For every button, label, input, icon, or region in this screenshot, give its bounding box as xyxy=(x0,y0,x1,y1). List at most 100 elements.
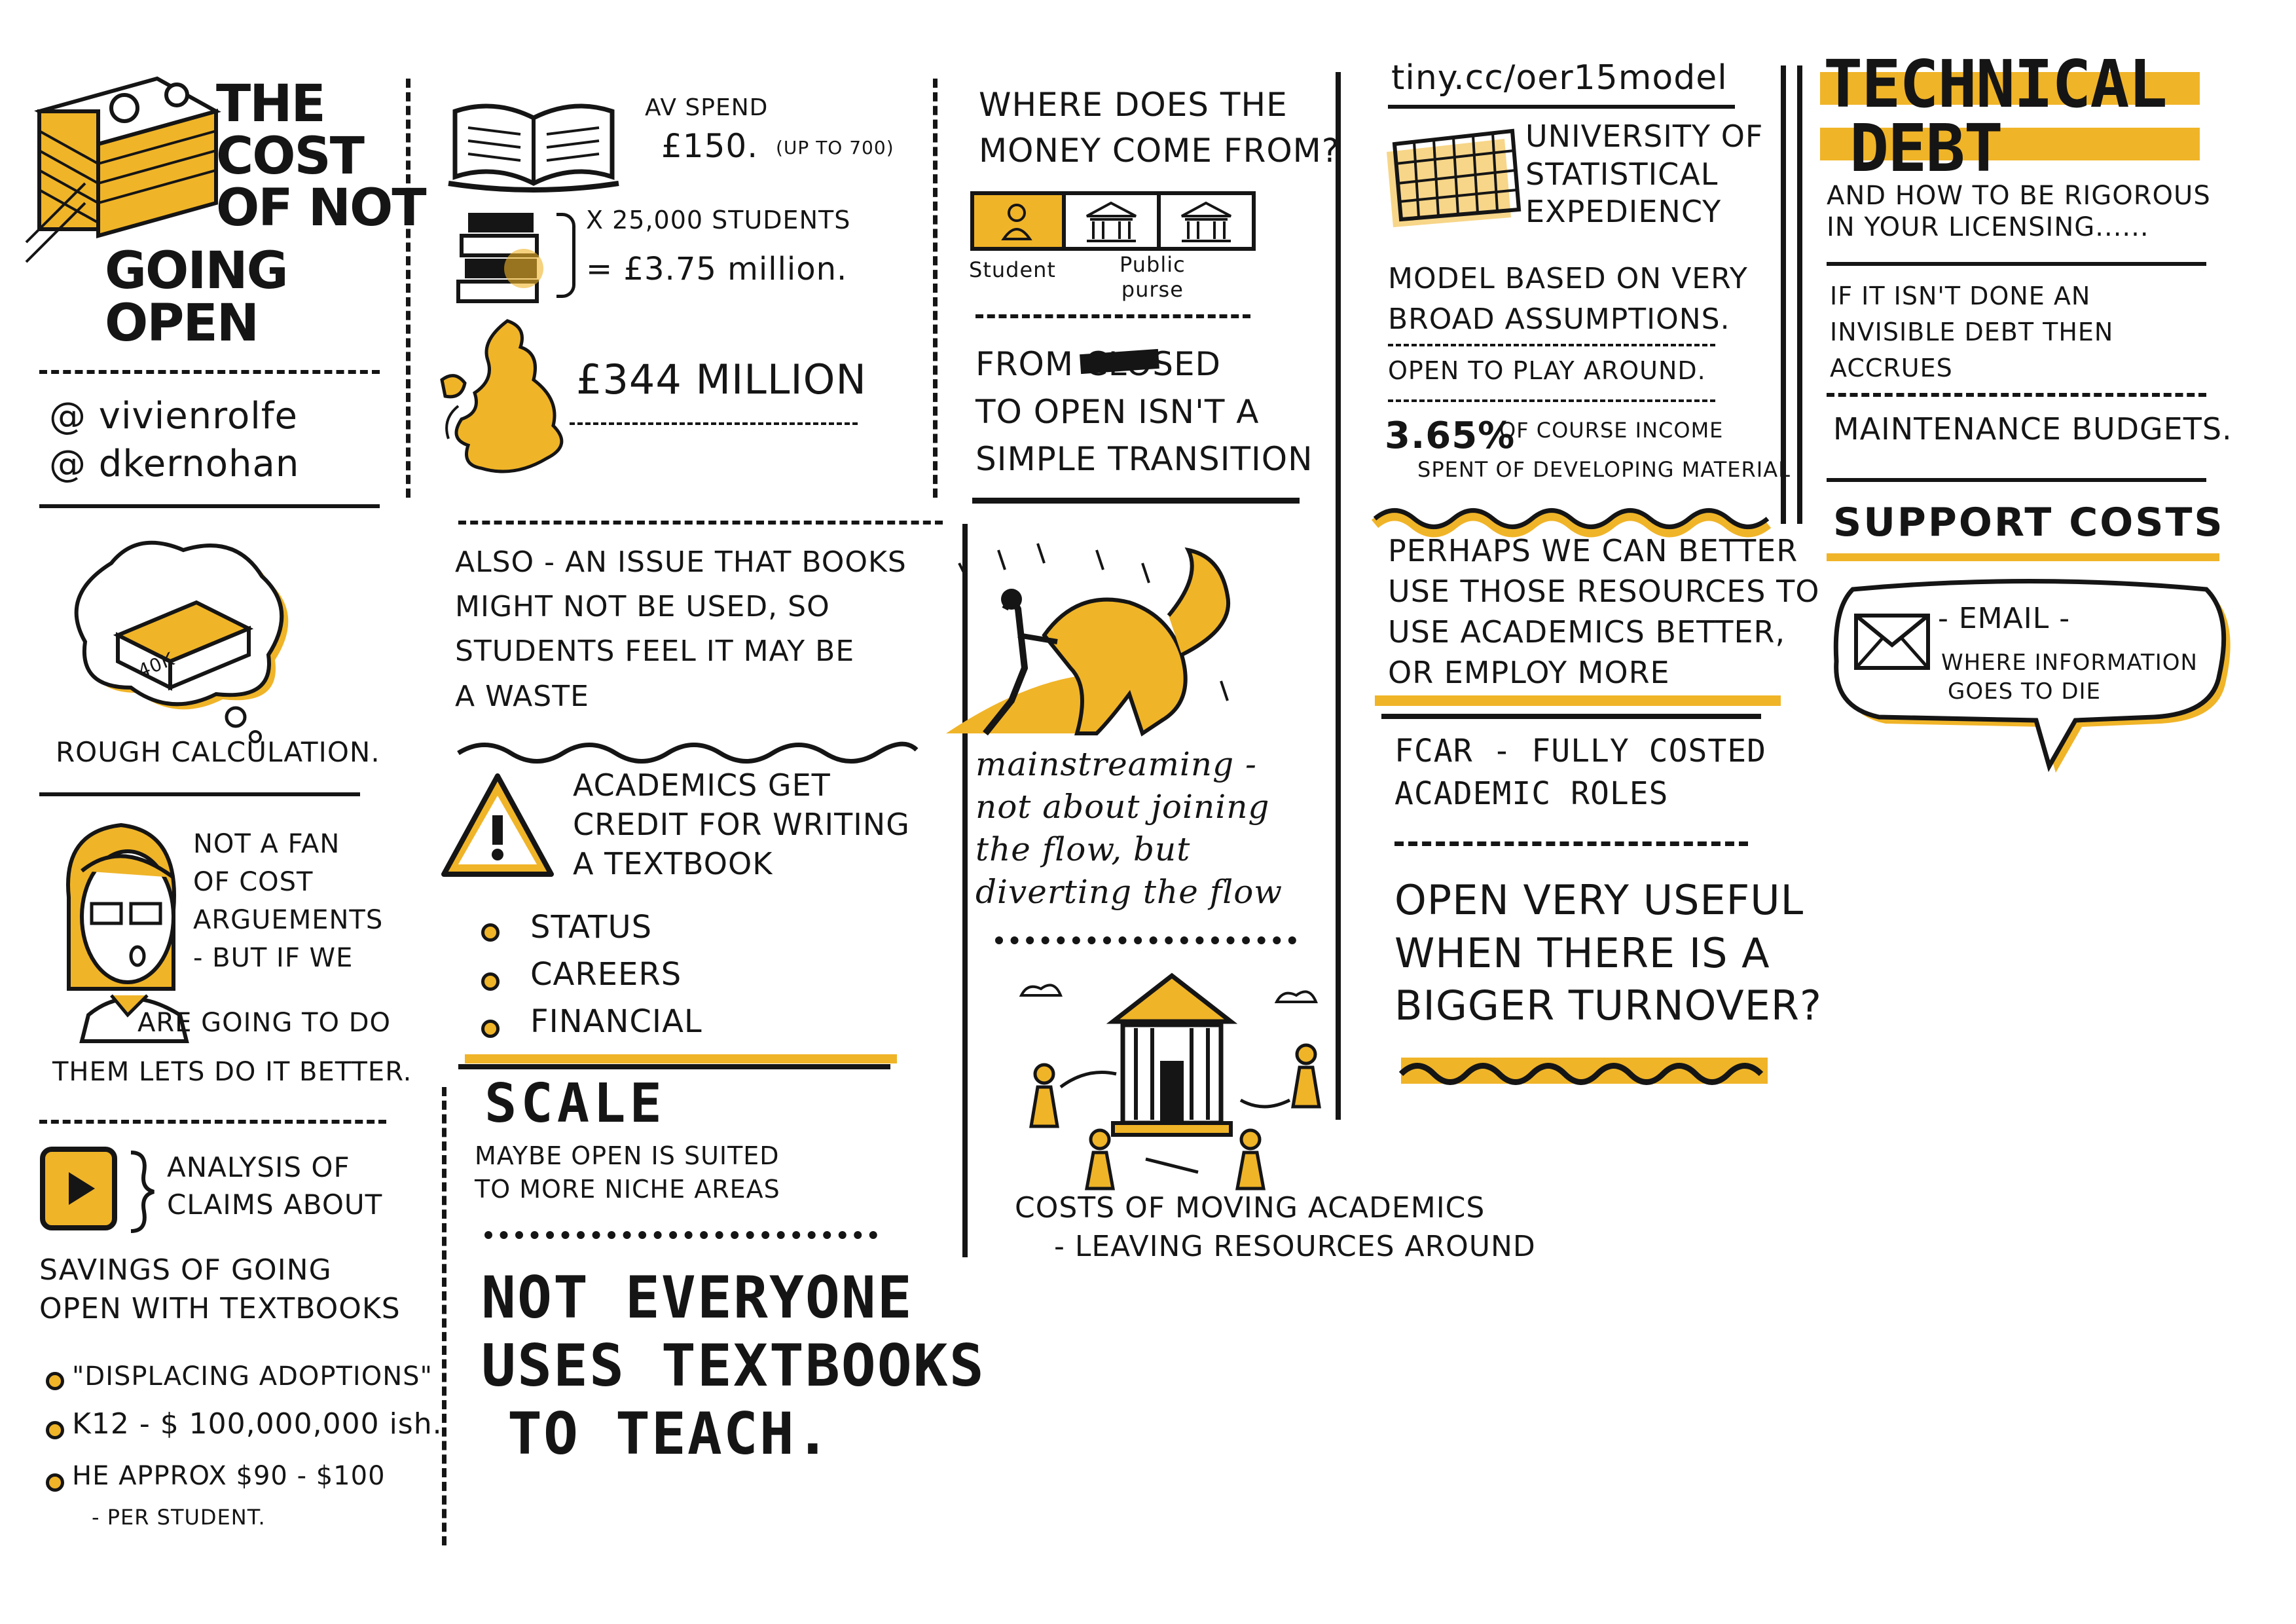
also-line: MIGHT NOT BE USED, SO xyxy=(455,590,830,624)
students-multiplier: X 25,000 STUDENTS xyxy=(586,206,851,234)
perhaps-line: USE ACADEMICS BETTER, xyxy=(1388,614,1786,650)
bullet-icon xyxy=(481,972,500,991)
column-divider-3 xyxy=(962,524,968,1257)
money-stack-icon xyxy=(25,76,221,263)
national-total: £344 MILLION xyxy=(576,356,867,403)
perhaps-line: USE THOSE RESOURCES TO xyxy=(1388,574,1820,610)
bullet-k12: K12 - $ 100,000,000 ish. xyxy=(72,1407,443,1441)
perhaps-line: OR EMPLOY MORE xyxy=(1388,655,1670,691)
not-everyone-line: TO TEACH. xyxy=(507,1399,831,1467)
handle-dkernohan: @ dkernohan xyxy=(49,442,300,485)
where-line: WHERE DOES THE xyxy=(979,86,1288,124)
where-line: MONEY COME FROM? xyxy=(979,132,1340,170)
closed-line: TO OPEN ISN'T A xyxy=(975,392,1260,431)
rigorous-line: AND HOW TO BE RIGOROUS xyxy=(1827,181,2211,211)
divider xyxy=(1827,393,2206,397)
costs-line: - LEAVING RESOURCES AROUND xyxy=(1054,1230,1536,1264)
dotted-divider xyxy=(995,936,1296,944)
woman-portrait-icon xyxy=(66,822,189,1043)
university-name: UNIVERSITY OF STATISTICAL EXPEDIENCY xyxy=(1525,118,1763,231)
analysis-line: CLAIMS ABOUT xyxy=(167,1188,383,1221)
email-label: - EMAIL - xyxy=(1938,602,2071,635)
maintenance-budgets-text: MAINTENANCE BUDGETS. xyxy=(1833,411,2232,447)
not-everyone-line: USES TEXTBOOKS xyxy=(481,1331,985,1399)
email-text: WHERE INFORMATION GOES TO DIE xyxy=(1941,648,2198,706)
title-line: THE xyxy=(216,75,326,134)
also-line: STUDENTS FEEL IT MAY BE xyxy=(455,635,855,669)
highlight-bar xyxy=(465,1054,897,1063)
where-heading: WHERE DOES THE MONEY COME FROM? xyxy=(979,82,1339,174)
thought-bubble-icon xyxy=(74,540,289,743)
academics-line: A TEXTBOOK xyxy=(573,845,773,881)
scale-heading: SCALE xyxy=(484,1073,666,1135)
wavy-divider xyxy=(457,741,919,764)
support-costs-heading: SUPPORT COSTS xyxy=(1833,500,2225,545)
speaker-handles: @ vivienrolfe @ dkernohan xyxy=(49,393,299,489)
fan-line: NOT A FAN xyxy=(193,829,340,859)
title-line: OPEN xyxy=(105,293,259,353)
useful-line: OPEN VERY USEFUL xyxy=(1394,876,1804,924)
model-line: BROAD ASSUMPTIONS. xyxy=(1388,302,1730,336)
mainstream-line: mainstreaming - xyxy=(975,745,1257,783)
column-divider-4 xyxy=(1336,72,1341,1120)
also-line: A WASTE xyxy=(455,679,589,713)
uk-map-icon xyxy=(440,319,564,473)
main-title: THE COST OF NOT xyxy=(216,75,427,235)
fan-line: - BUT IF WE xyxy=(193,943,354,973)
rigorous-text: AND HOW TO BE RIGOROUS IN YOUR LICENSING… xyxy=(1827,180,2211,243)
speech-bubble xyxy=(1833,579,2231,773)
scale-line: TO MORE NICHE AREAS xyxy=(475,1175,780,1204)
brace-icon xyxy=(556,213,575,298)
wavy-divider xyxy=(1371,508,1772,538)
closed-to-open-text: FROM CLOSED TO OPEN ISN'T A SIMPLE TRANS… xyxy=(975,341,1313,483)
bullet-icon xyxy=(481,923,500,942)
scale-text: MAYBE OPEN IS SUITED TO MORE NICHE AREAS xyxy=(475,1139,780,1207)
dotted-divider xyxy=(484,1231,877,1239)
fan-line: ARE GOING TO DO xyxy=(137,1008,391,1038)
costs-line: COSTS OF MOVING ACADEMICS xyxy=(1015,1191,1485,1225)
savings-text: SAVINGS OF GOING OPEN WITH TEXTBOOKS xyxy=(39,1251,401,1329)
savings-line: SAVINGS OF GOING xyxy=(39,1253,332,1287)
fcar-line: ACADEMIC ROLES xyxy=(1394,775,1669,812)
percent-text-line: OF COURSE INCOME xyxy=(1499,418,1724,443)
open-book-icon xyxy=(448,103,619,193)
also-line: ALSO - AN ISSUE THAT BOOKS xyxy=(455,545,907,579)
highlight-bar xyxy=(1820,128,2200,160)
video-play-icon xyxy=(40,1147,155,1233)
perhaps-line: PERHAPS WE CAN BETTER xyxy=(1388,533,1798,568)
academics-line: CREDIT FOR WRITING xyxy=(573,806,910,842)
column-divider-1a xyxy=(406,79,410,498)
divider xyxy=(1388,105,1735,109)
public-purse-label: Public purse xyxy=(1120,252,1186,303)
costs-moving-text: COSTS OF MOVING ACADEMICS - LEAVING RESO… xyxy=(1015,1189,1536,1266)
divider xyxy=(1827,478,2206,482)
column-divider-1b xyxy=(442,1087,446,1545)
funding-boxes xyxy=(970,191,1256,251)
mainstream-line: not about joining xyxy=(975,788,1270,826)
divider xyxy=(1388,399,1715,402)
model-url-link[interactable]: tiny.cc/oer15model xyxy=(1391,58,1728,98)
student-label: Student xyxy=(969,257,1056,282)
fan-text: NOT A FAN OF COST ARGUEMENTS - BUT IF WE xyxy=(193,825,383,977)
public-purse-line: Public xyxy=(1120,252,1186,277)
grid-chart-icon xyxy=(1387,128,1522,227)
academics-line: ACADEMICS GET xyxy=(573,767,831,803)
price-value: £150. xyxy=(661,127,759,165)
creature-pulling-icon xyxy=(946,543,1231,737)
analysis-line: ANALYSIS OF xyxy=(167,1151,350,1183)
public-purse-line: purse xyxy=(1121,277,1184,303)
warning-icon xyxy=(441,773,554,877)
divider xyxy=(39,1120,386,1124)
model-text: MODEL BASED ON VERY BROAD ASSUMPTIONS. xyxy=(1388,259,1748,339)
rough-calculation-text: ROUGH CALCULATION. xyxy=(56,736,380,768)
divider xyxy=(972,498,1300,504)
fcar-line: FCAR - FULLY COSTED xyxy=(1394,733,1767,769)
divider xyxy=(1381,714,1761,719)
highlight-bar xyxy=(1820,72,2200,105)
bullet-status: STATUS xyxy=(530,909,653,946)
average-spend-label: AV SPEND xyxy=(645,94,769,121)
university-line: UNIVERSITY OF xyxy=(1525,119,1764,154)
per-student-text: - PER STUDENT. xyxy=(92,1505,266,1530)
divider xyxy=(39,370,380,374)
university-line: EXPEDIENCY xyxy=(1525,194,1722,229)
